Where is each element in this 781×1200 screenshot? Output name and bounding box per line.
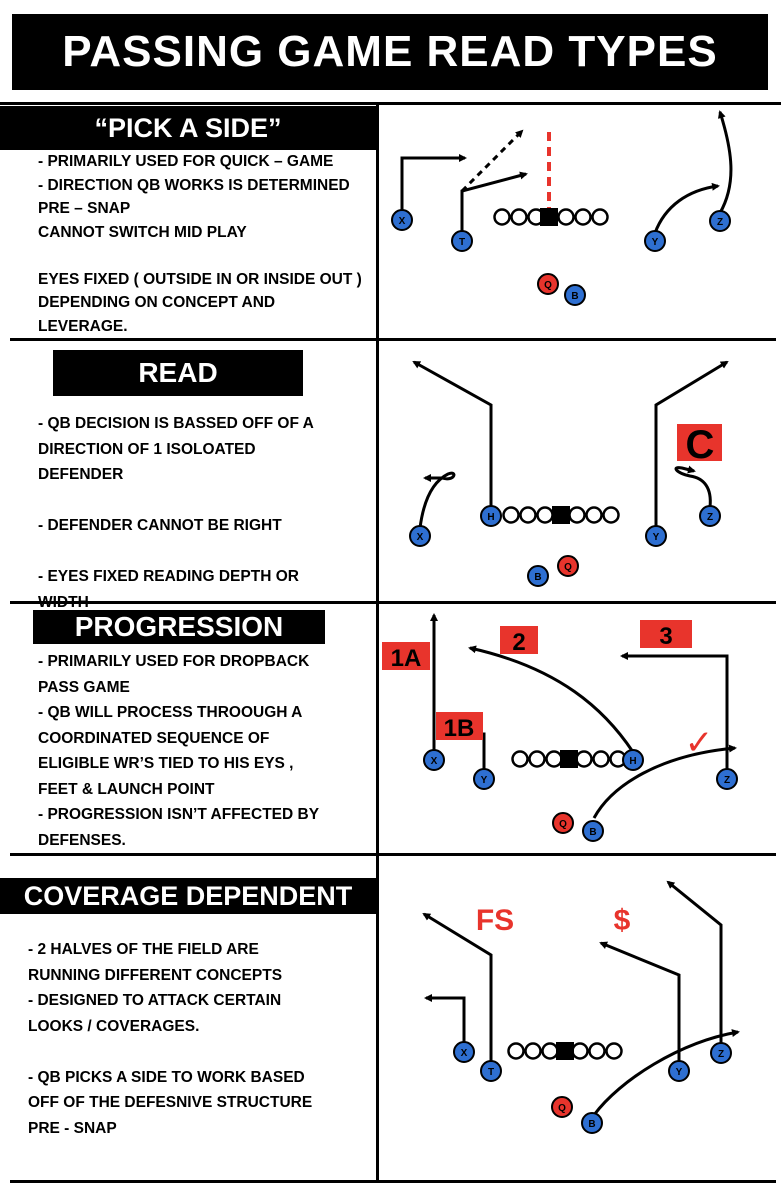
player-z-icon: Z [699,505,721,527]
player-h-icon: H [622,749,644,771]
player-y-icon: Y [645,525,667,547]
section-description: - QB DECISION IS BASSED OFF OF A DIRECTI… [38,415,314,611]
player-q-icon: Q [551,1096,573,1118]
player-x-icon: X [391,209,413,231]
svg-text:T: T [488,1067,494,1078]
column-divider [376,102,379,1182]
player-h-icon: H [480,505,502,527]
svg-text:Q: Q [564,562,572,573]
svg-text:Z: Z [724,775,730,786]
section-heading-progression: PROGRESSION [33,610,325,644]
section-heading-read: READ [53,350,303,396]
svg-text:X: X [417,532,424,543]
svg-text:H: H [487,512,494,523]
svg-text:Y: Y [652,237,659,248]
svg-text:X: X [431,756,438,767]
svg-text:T: T [459,237,465,248]
section-description: - PRIMARILY USED FOR DROPBACK PASS GAME … [38,653,320,849]
player-y-icon: Y [644,230,666,252]
player-b-icon: B [564,284,586,306]
svg-text:Q: Q [559,819,567,830]
section-description: - 2 HALVES OF THE FIELD ARE RUNNING DIFF… [28,941,313,1137]
read-tag-1a: 1A [391,645,422,672]
player-y-icon: Y [473,768,495,790]
player-z-icon: Z [710,1042,732,1064]
player-x-icon: X [423,749,445,771]
svg-text:H: H [629,756,636,767]
divider [10,338,776,341]
section-description: - PRIMARILY USED FOR QUICK – GAME - DIRE… [38,153,362,335]
progression-diagram: 1A 1B 2 3 ✓ X Y H Z Q B [382,613,738,842]
svg-text:Y: Y [676,1067,683,1078]
page-title: PASSING GAME READ TYPES [12,14,768,90]
defender-tag-fs: FS [476,904,514,937]
coverage-dependent-diagram: FS $ X T Y Z Q B [422,880,740,1134]
defender-tag-c: C [686,423,715,467]
player-b-icon: B [527,565,549,587]
read-tag-1b: 1B [444,715,475,742]
player-z-icon: Z [716,768,738,790]
read-diagram: C X H Y Z B Q [409,360,729,587]
read-tag-3: 3 [659,623,672,650]
divider [10,1180,776,1183]
pick-a-side-diagram: X T Y Z Q B [391,110,733,306]
svg-text:Z: Z [707,512,713,523]
player-q-icon: Q [537,273,559,295]
svg-text:B: B [588,1119,595,1130]
divider [10,601,776,604]
player-z-icon: Z [709,210,731,232]
svg-text:Z: Z [718,1049,724,1060]
svg-text:B: B [534,572,541,583]
player-q-icon: Q [552,812,574,834]
svg-text:Y: Y [653,532,660,543]
svg-text:B: B [571,291,578,302]
player-x-icon: X [453,1041,475,1063]
check-icon: ✓ [685,724,714,762]
player-y-icon: Y [668,1060,690,1082]
read-tag-2: 2 [512,629,525,656]
svg-text:Q: Q [558,1103,566,1114]
divider [0,102,781,105]
player-t-icon: T [451,230,473,252]
player-q-icon: Q [557,555,579,577]
divider [10,853,776,856]
svg-text:Q: Q [544,280,552,291]
player-b-icon: B [582,820,604,842]
svg-text:Z: Z [717,217,723,228]
player-x-icon: X [409,525,431,547]
svg-text:X: X [399,216,406,227]
svg-text:Y: Y [481,775,488,786]
svg-text:B: B [589,827,596,838]
player-b-icon: B [581,1112,603,1134]
svg-text:X: X [461,1048,468,1059]
defender-tag-dollar: $ [614,904,631,937]
section-heading-pick-a-side: “PICK A SIDE” [0,106,376,150]
section-heading-coverage-dependent: COVERAGE DEPENDENT [0,878,376,914]
player-t-icon: T [480,1060,502,1082]
